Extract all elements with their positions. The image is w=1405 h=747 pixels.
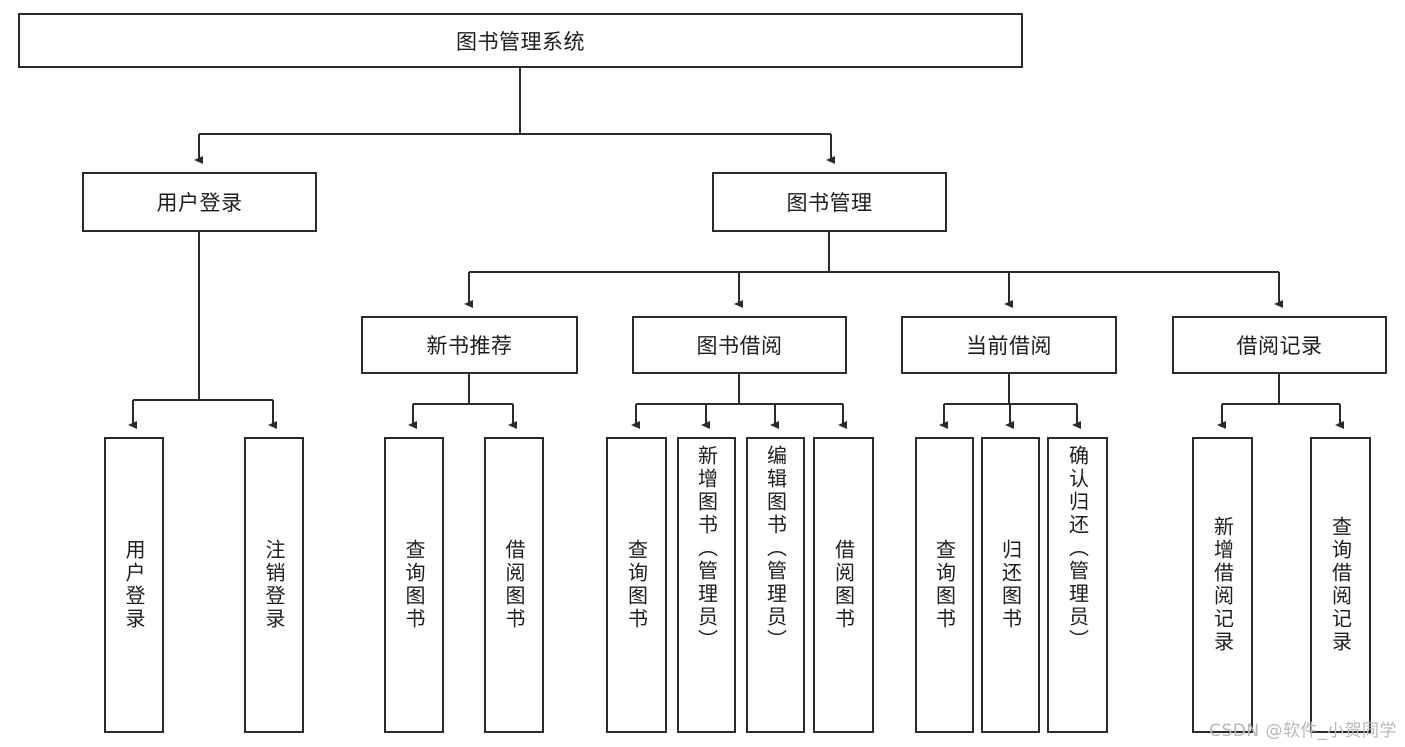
- node-label: 查询借阅记录: [1328, 516, 1353, 654]
- node-label: 新增借阅记录: [1210, 516, 1235, 654]
- leaf-current-query-book[interactable]: 查询图书: [915, 437, 974, 733]
- vertical-text-wrap: 用户登录: [106, 439, 162, 731]
- node-label: 编辑图书（管理员）: [763, 445, 788, 652]
- leaf-user-login-logout[interactable]: 注销登录: [244, 437, 304, 733]
- node-label: 借阅记录: [1236, 334, 1323, 358]
- vertical-text-wrap: 注销登录: [246, 439, 302, 731]
- node-label: 用户登录: [122, 539, 146, 631]
- leaf-current-return-book[interactable]: 归还图书: [981, 437, 1040, 733]
- leaf-recommend-query-book[interactable]: 查询图书: [384, 437, 444, 733]
- csdn-watermark: CSDN @软件_小贺同学: [1209, 721, 1397, 741]
- vertical-text-wrap: 查询图书: [917, 439, 972, 731]
- node-new-book-recommend[interactable]: 新书推荐: [361, 316, 578, 374]
- leaf-recommend-borrow-book[interactable]: 借阅图书: [484, 437, 544, 733]
- node-label: 新增图书（管理员）: [694, 445, 719, 652]
- leaf-record-query-record[interactable]: 查询借阅记录: [1310, 437, 1371, 733]
- vertical-text-wrap: 新增图书（管理员）: [679, 439, 734, 731]
- node-label: 归还图书: [998, 539, 1023, 631]
- node-label: 查询图书: [624, 539, 649, 631]
- vertical-text-wrap: 确认归还（管理员）: [1049, 439, 1106, 731]
- node-label: 用户登录: [156, 191, 243, 215]
- vertical-text-wrap: 查询图书: [608, 439, 665, 731]
- leaf-borrow-edit-book-admin[interactable]: 编辑图书（管理员）: [746, 437, 805, 733]
- node-user-login[interactable]: 用户登录: [82, 172, 317, 232]
- vertical-text-wrap: 查询借阅记录: [1312, 439, 1369, 731]
- node-label: 查询图书: [932, 539, 957, 631]
- node-root-system[interactable]: 图书管理系统: [18, 13, 1023, 68]
- node-current-borrow[interactable]: 当前借阅: [901, 316, 1117, 374]
- leaf-record-add-record[interactable]: 新增借阅记录: [1192, 437, 1253, 733]
- node-book-borrow[interactable]: 图书借阅: [632, 316, 847, 374]
- vertical-text-wrap: 新增借阅记录: [1194, 439, 1251, 731]
- node-label: 查询图书: [402, 539, 426, 631]
- node-label: 图书管理: [786, 191, 873, 215]
- vertical-text-wrap: 归还图书: [983, 439, 1038, 731]
- leaf-current-confirm-return-admin[interactable]: 确认归还（管理员）: [1047, 437, 1108, 733]
- leaf-borrow-query-book[interactable]: 查询图书: [606, 437, 667, 733]
- leaf-borrow-borrow-book[interactable]: 借阅图书: [813, 437, 874, 733]
- vertical-text-wrap: 编辑图书（管理员）: [748, 439, 803, 731]
- vertical-text-wrap: 查询图书: [386, 439, 442, 731]
- leaf-user-login-login[interactable]: 用户登录: [104, 437, 164, 733]
- node-label: 图书管理系统: [456, 29, 585, 54]
- node-label: 新书推荐: [426, 334, 513, 358]
- vertical-text-wrap: 借阅图书: [486, 439, 542, 731]
- node-borrow-record[interactable]: 借阅记录: [1172, 316, 1387, 374]
- vertical-text-wrap: 借阅图书: [815, 439, 872, 731]
- node-label: 借阅图书: [831, 539, 856, 631]
- node-label: 当前借阅: [966, 334, 1052, 358]
- node-label: 借阅图书: [502, 539, 526, 631]
- node-label: 图书借阅: [696, 334, 783, 358]
- node-label: 注销登录: [262, 539, 286, 631]
- node-book-management[interactable]: 图书管理: [712, 172, 947, 232]
- leaf-borrow-add-book-admin[interactable]: 新增图书（管理员）: [677, 437, 736, 733]
- node-label: 确认归还（管理员）: [1065, 445, 1090, 652]
